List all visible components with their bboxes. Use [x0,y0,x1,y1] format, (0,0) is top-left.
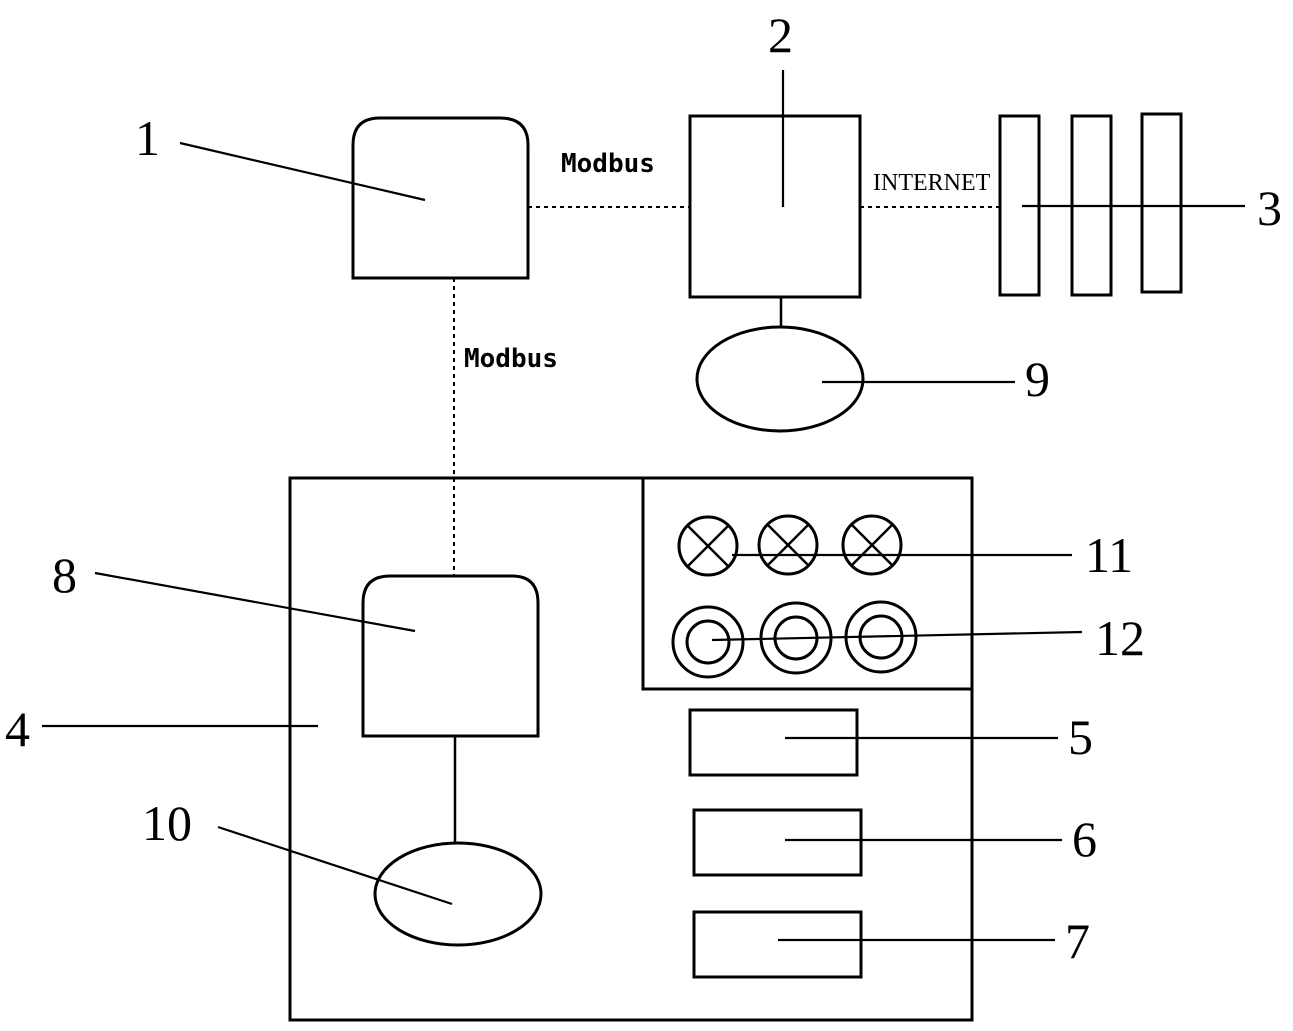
label-11: 11 [1085,527,1133,583]
modbus-label-top: Modbus [561,149,655,179]
leader-8 [94,571,416,633]
label-2: 2 [768,7,793,63]
leader-10 [217,825,453,906]
cabinet-4 [288,476,974,1022]
label-6: 6 [1072,811,1097,867]
label-5: 5 [1068,709,1093,765]
component-9-ellipse [695,325,865,433]
leader-12 [711,630,1083,642]
label-8: 8 [52,547,77,603]
label-4: 4 [5,701,30,757]
label-3: 3 [1257,180,1282,236]
component-6-box [692,808,863,877]
label-10: 10 [142,795,192,851]
component-7-box [692,910,863,979]
indicator-lamp-1 [677,515,739,577]
component-10-ellipse [373,841,543,947]
internet-label: INTERNET [873,170,991,196]
modbus-label-vertical: Modbus [464,344,558,374]
component-5-box [688,708,859,777]
indicator-lamp-3 [841,514,903,576]
indicator-panel [641,476,974,691]
push-button-1 [671,605,745,679]
label-7: 7 [1065,913,1090,969]
component-2-box [688,114,862,299]
component-3-bar-c [1140,112,1183,294]
label-9: 9 [1025,351,1050,407]
label-12: 12 [1095,610,1145,666]
component-8-box [361,574,540,738]
label-1: 1 [135,110,160,166]
indicator-lamp-2 [757,514,819,576]
leader-1 [179,141,426,202]
component-1-box [351,116,530,280]
